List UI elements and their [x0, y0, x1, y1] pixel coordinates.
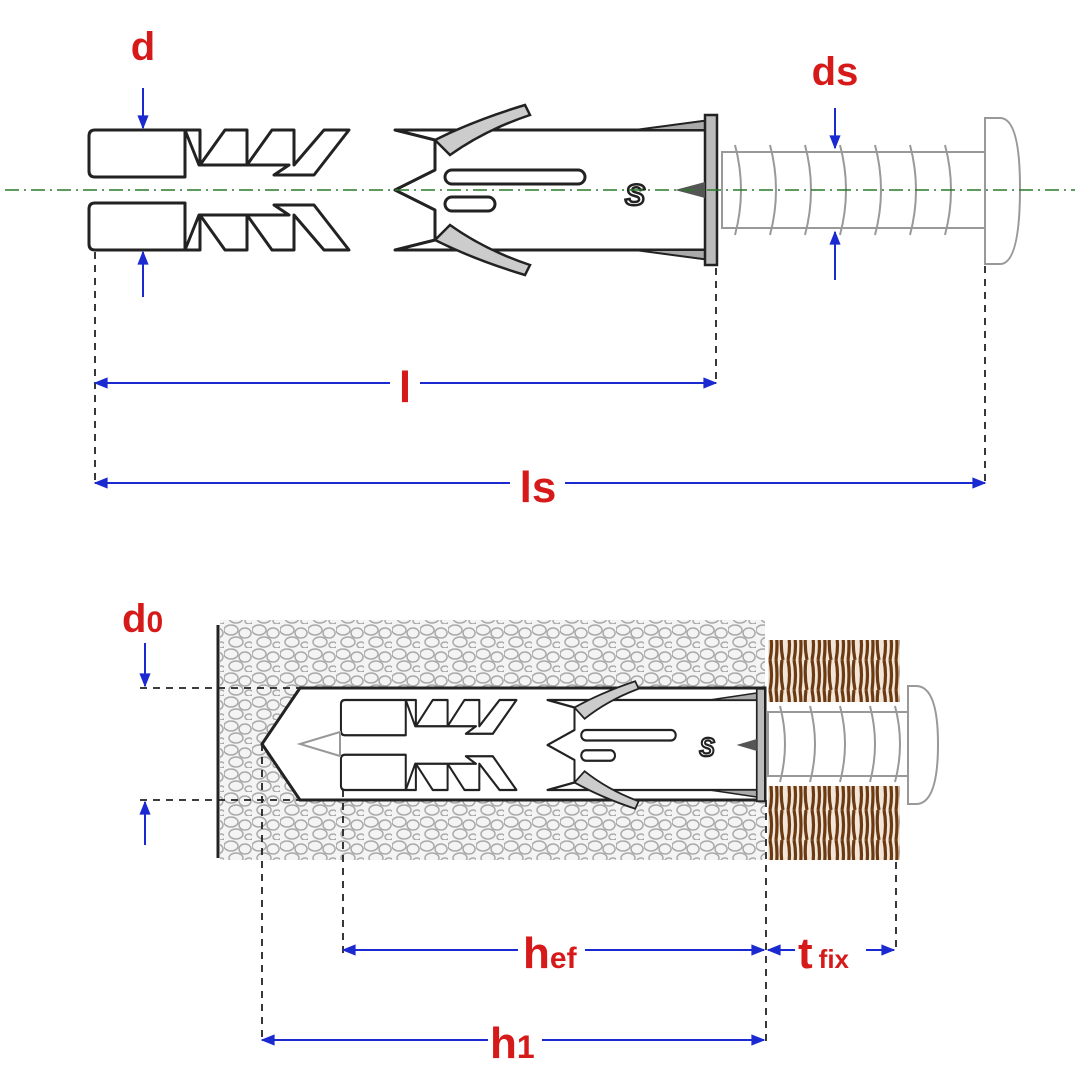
dowel-unassembled: S: [87, 103, 719, 277]
screw-installed: [296, 685, 940, 805]
dowel-mark: S: [625, 179, 645, 212]
screw-unassembled: [721, 117, 1022, 265]
label-ds: ds: [812, 50, 859, 94]
label-l: l: [399, 363, 411, 412]
svg-text:S: S: [699, 734, 714, 762]
label-ls: ls: [520, 463, 557, 512]
label-hef: hef: [523, 929, 578, 978]
label-d: d: [131, 25, 155, 69]
label-d0: d0: [122, 597, 163, 641]
dowel-installed: S: [339, 680, 766, 810]
label-h1: h1: [490, 1019, 535, 1068]
